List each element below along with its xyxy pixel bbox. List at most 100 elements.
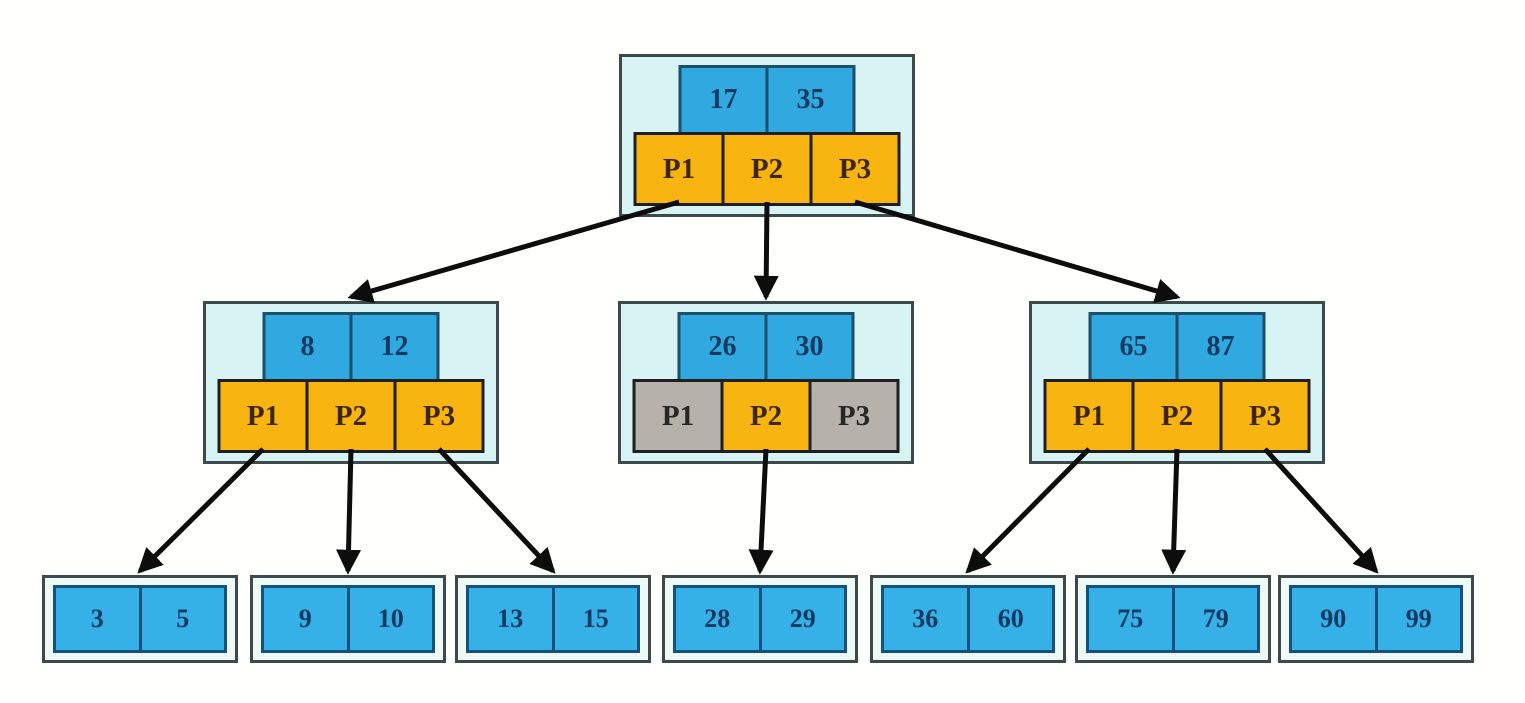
key-value: 8 [300, 331, 315, 362]
key-cell: 8 [262, 312, 353, 382]
pointer-cell-p2: P2 [1131, 379, 1223, 453]
pointer-row: P1 P2 P3 [1043, 379, 1311, 453]
pointer-cell-p1: P1 [1043, 379, 1135, 453]
leaf-record-box: 9 10 [261, 585, 435, 653]
pointer-cell-p2: P2 [720, 379, 812, 453]
key-row: 26 30 [677, 312, 855, 382]
leaf-cell: 99 [1374, 588, 1460, 650]
leaf-value: 28 [704, 604, 731, 633]
leaf-node-36-60: 36 60 [870, 575, 1066, 663]
key-cell: 12 [349, 312, 440, 382]
pointer-label: P1 [662, 152, 696, 185]
leaf-cell: 90 [1292, 588, 1375, 650]
pointer-cell-p1: P1 [632, 379, 724, 453]
pointer-row: P1 P2 P3 [633, 132, 901, 206]
leaf-cell: 75 [1089, 588, 1172, 650]
pointer-cell-p3: P3 [393, 379, 485, 453]
key-cell: 30 [764, 312, 855, 382]
leaf-cell: 5 [138, 588, 224, 650]
tree-edge-arrow [437, 447, 556, 574]
leaf-record-box: 90 99 [1289, 585, 1463, 653]
key-value: 87 [1206, 331, 1235, 362]
pointer-row: P1 P2 P3 [632, 379, 900, 453]
pointer-row: P1 P2 P3 [217, 379, 485, 453]
leaf-value: 99 [1405, 604, 1432, 633]
pointer-label: P3 [422, 399, 456, 432]
key-row: 8 12 [262, 312, 440, 382]
key-value: 35 [796, 84, 825, 115]
pointer-label: P2 [1160, 399, 1194, 432]
tree-edge-arrow [336, 448, 362, 575]
leaf-cell: 28 [676, 588, 759, 650]
pointer-label: P3 [838, 152, 872, 185]
pointer-cell-p3: P3 [808, 379, 900, 453]
leaf-value: 3 [90, 604, 104, 633]
leaf-record-box: 36 60 [881, 585, 1055, 653]
leaf-value: 15 [582, 604, 609, 633]
key-cell: 35 [765, 65, 856, 135]
key-value: 30 [795, 331, 824, 362]
pointer-label: P3 [1248, 399, 1282, 432]
tree-edge-arrow [1161, 448, 1187, 575]
leaf-value: 60 [997, 604, 1024, 633]
key-cell: 65 [1088, 312, 1179, 382]
pointer-cell-p3: P3 [809, 132, 901, 206]
key-value: 12 [380, 331, 409, 362]
leaf-node-13-15: 13 15 [455, 575, 651, 663]
leaf-record-box: 28 29 [673, 585, 847, 653]
pointer-label: P3 [837, 399, 871, 432]
internal-node-26-30: 26 30 P1 P2 P3 [618, 301, 914, 464]
pointer-label: P2 [750, 152, 784, 185]
leaf-value: 29 [789, 604, 816, 633]
leaf-record-box: 3 5 [53, 585, 227, 653]
pointer-cell-p1: P1 [217, 379, 309, 453]
pointer-cell-p1: P1 [633, 132, 725, 206]
leaf-value: 90 [1320, 604, 1347, 633]
leaf-cell: 13 [469, 588, 552, 650]
pointer-cell-p2: P2 [721, 132, 813, 206]
pointer-label: P2 [334, 399, 368, 432]
pointer-label: P1 [246, 399, 280, 432]
pointer-label: P2 [749, 399, 783, 432]
key-value: 26 [708, 331, 737, 362]
leaf-cell: 10 [346, 588, 432, 650]
key-value: 17 [709, 84, 738, 115]
tree-edge-arrow [748, 448, 774, 575]
leaf-cell: 79 [1171, 588, 1257, 650]
leaf-node-9-10: 9 10 [250, 575, 446, 663]
tree-edge-arrow [1263, 447, 1379, 574]
internal-node-root: 17 35 P1 P2 P3 [619, 54, 915, 217]
leaf-value: 75 [1117, 604, 1144, 633]
leaf-cell: 9 [264, 588, 347, 650]
leaf-value: 10 [377, 604, 404, 633]
key-cell: 17 [678, 65, 769, 135]
key-value: 65 [1119, 331, 1148, 362]
leaf-node-90-99: 90 99 [1278, 575, 1474, 663]
leaf-cell: 29 [758, 588, 844, 650]
pointer-cell-p2: P2 [305, 379, 397, 453]
tree-edge-arrow [965, 447, 1091, 574]
pointer-label: P1 [1072, 399, 1106, 432]
pointer-cell-p3: P3 [1219, 379, 1311, 453]
pointer-label: P1 [661, 399, 695, 432]
leaf-cell: 60 [966, 588, 1052, 650]
leaf-value: 9 [298, 604, 312, 633]
key-row: 17 35 [678, 65, 856, 135]
key-cell: 26 [677, 312, 768, 382]
leaf-value: 36 [912, 604, 939, 633]
leaf-node-75-79: 75 79 [1075, 575, 1271, 663]
leaf-node-3-5: 3 5 [42, 575, 238, 663]
leaf-value: 5 [176, 604, 190, 633]
leaf-record-box: 13 15 [466, 585, 640, 653]
leaf-cell: 15 [551, 588, 637, 650]
leaf-node-28-29: 28 29 [662, 575, 858, 663]
leaf-record-box: 75 79 [1086, 585, 1260, 653]
key-cell: 87 [1175, 312, 1266, 382]
leaf-cell: 3 [56, 588, 139, 650]
leaf-value: 79 [1202, 604, 1229, 633]
internal-node-65-87: 65 87 P1 P2 P3 [1029, 301, 1325, 464]
key-row: 65 87 [1088, 312, 1266, 382]
leaf-value: 13 [497, 604, 524, 633]
internal-node-8-12: 8 12 P1 P2 P3 [203, 301, 499, 464]
